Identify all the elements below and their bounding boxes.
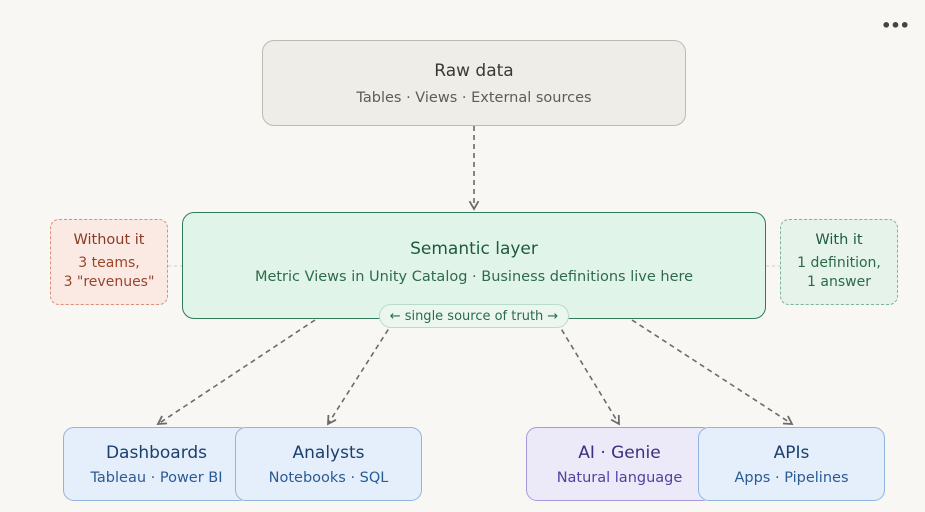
apis-node: APIs Apps · Pipelines — [698, 427, 885, 501]
source-of-truth-badge: ← single source of truth → — [379, 304, 569, 328]
dashboards-subtitle: Tableau · Power BI — [90, 469, 223, 486]
source-of-truth-label: single source of truth — [404, 308, 544, 324]
semantic-layer-subtitle: Metric Views in Unity Catalog · Business… — [254, 268, 694, 285]
with-it-line2: 1 answer — [807, 274, 871, 290]
with-it-note: With it 1 definition, 1 answer — [780, 219, 898, 305]
arrow-to-genie — [556, 321, 620, 426]
arrow-right-icon: → — [547, 308, 559, 324]
raw-data-node: Raw data Tables · Views · External sourc… — [262, 40, 686, 126]
with-it-title: With it — [815, 232, 863, 248]
apis-subtitle: Apps · Pipelines — [734, 469, 849, 486]
analysts-title: Analysts — [292, 442, 365, 463]
arrow-to-dashboards — [156, 319, 316, 425]
arrow-left-icon: ← — [389, 308, 401, 324]
with-it-line1: 1 definition, — [797, 255, 881, 271]
ai-genie-node: AI · Genie Natural language — [526, 427, 713, 501]
arrow-to-analysts — [327, 321, 394, 426]
semantic-layer-node: Semantic layer Metric Views in Unity Cat… — [182, 212, 766, 319]
ai-genie-subtitle: Natural language — [556, 469, 683, 486]
raw-data-subtitle: Tables · Views · External sources — [356, 89, 592, 106]
more-horizontal-icon[interactable]: ••• — [881, 15, 910, 35]
raw-data-title: Raw data — [434, 60, 514, 81]
without-it-line2: 3 "revenues" — [63, 274, 155, 290]
dashboards-title: Dashboards — [105, 442, 208, 463]
apis-title: APIs — [773, 442, 810, 463]
dashboards-node: Dashboards Tableau · Power BI — [63, 427, 250, 501]
without-it-line1: 3 teams, — [78, 255, 140, 271]
arrow-to-apis — [631, 319, 794, 425]
analysts-node: Analysts Notebooks · SQL — [235, 427, 422, 501]
semantic-layer-title: Semantic layer — [410, 238, 538, 259]
without-it-title: Without it — [73, 232, 145, 248]
analysts-subtitle: Notebooks · SQL — [268, 469, 389, 486]
without-it-note: Without it 3 teams, 3 "revenues" — [50, 219, 168, 305]
ai-genie-title: AI · Genie — [578, 442, 661, 463]
